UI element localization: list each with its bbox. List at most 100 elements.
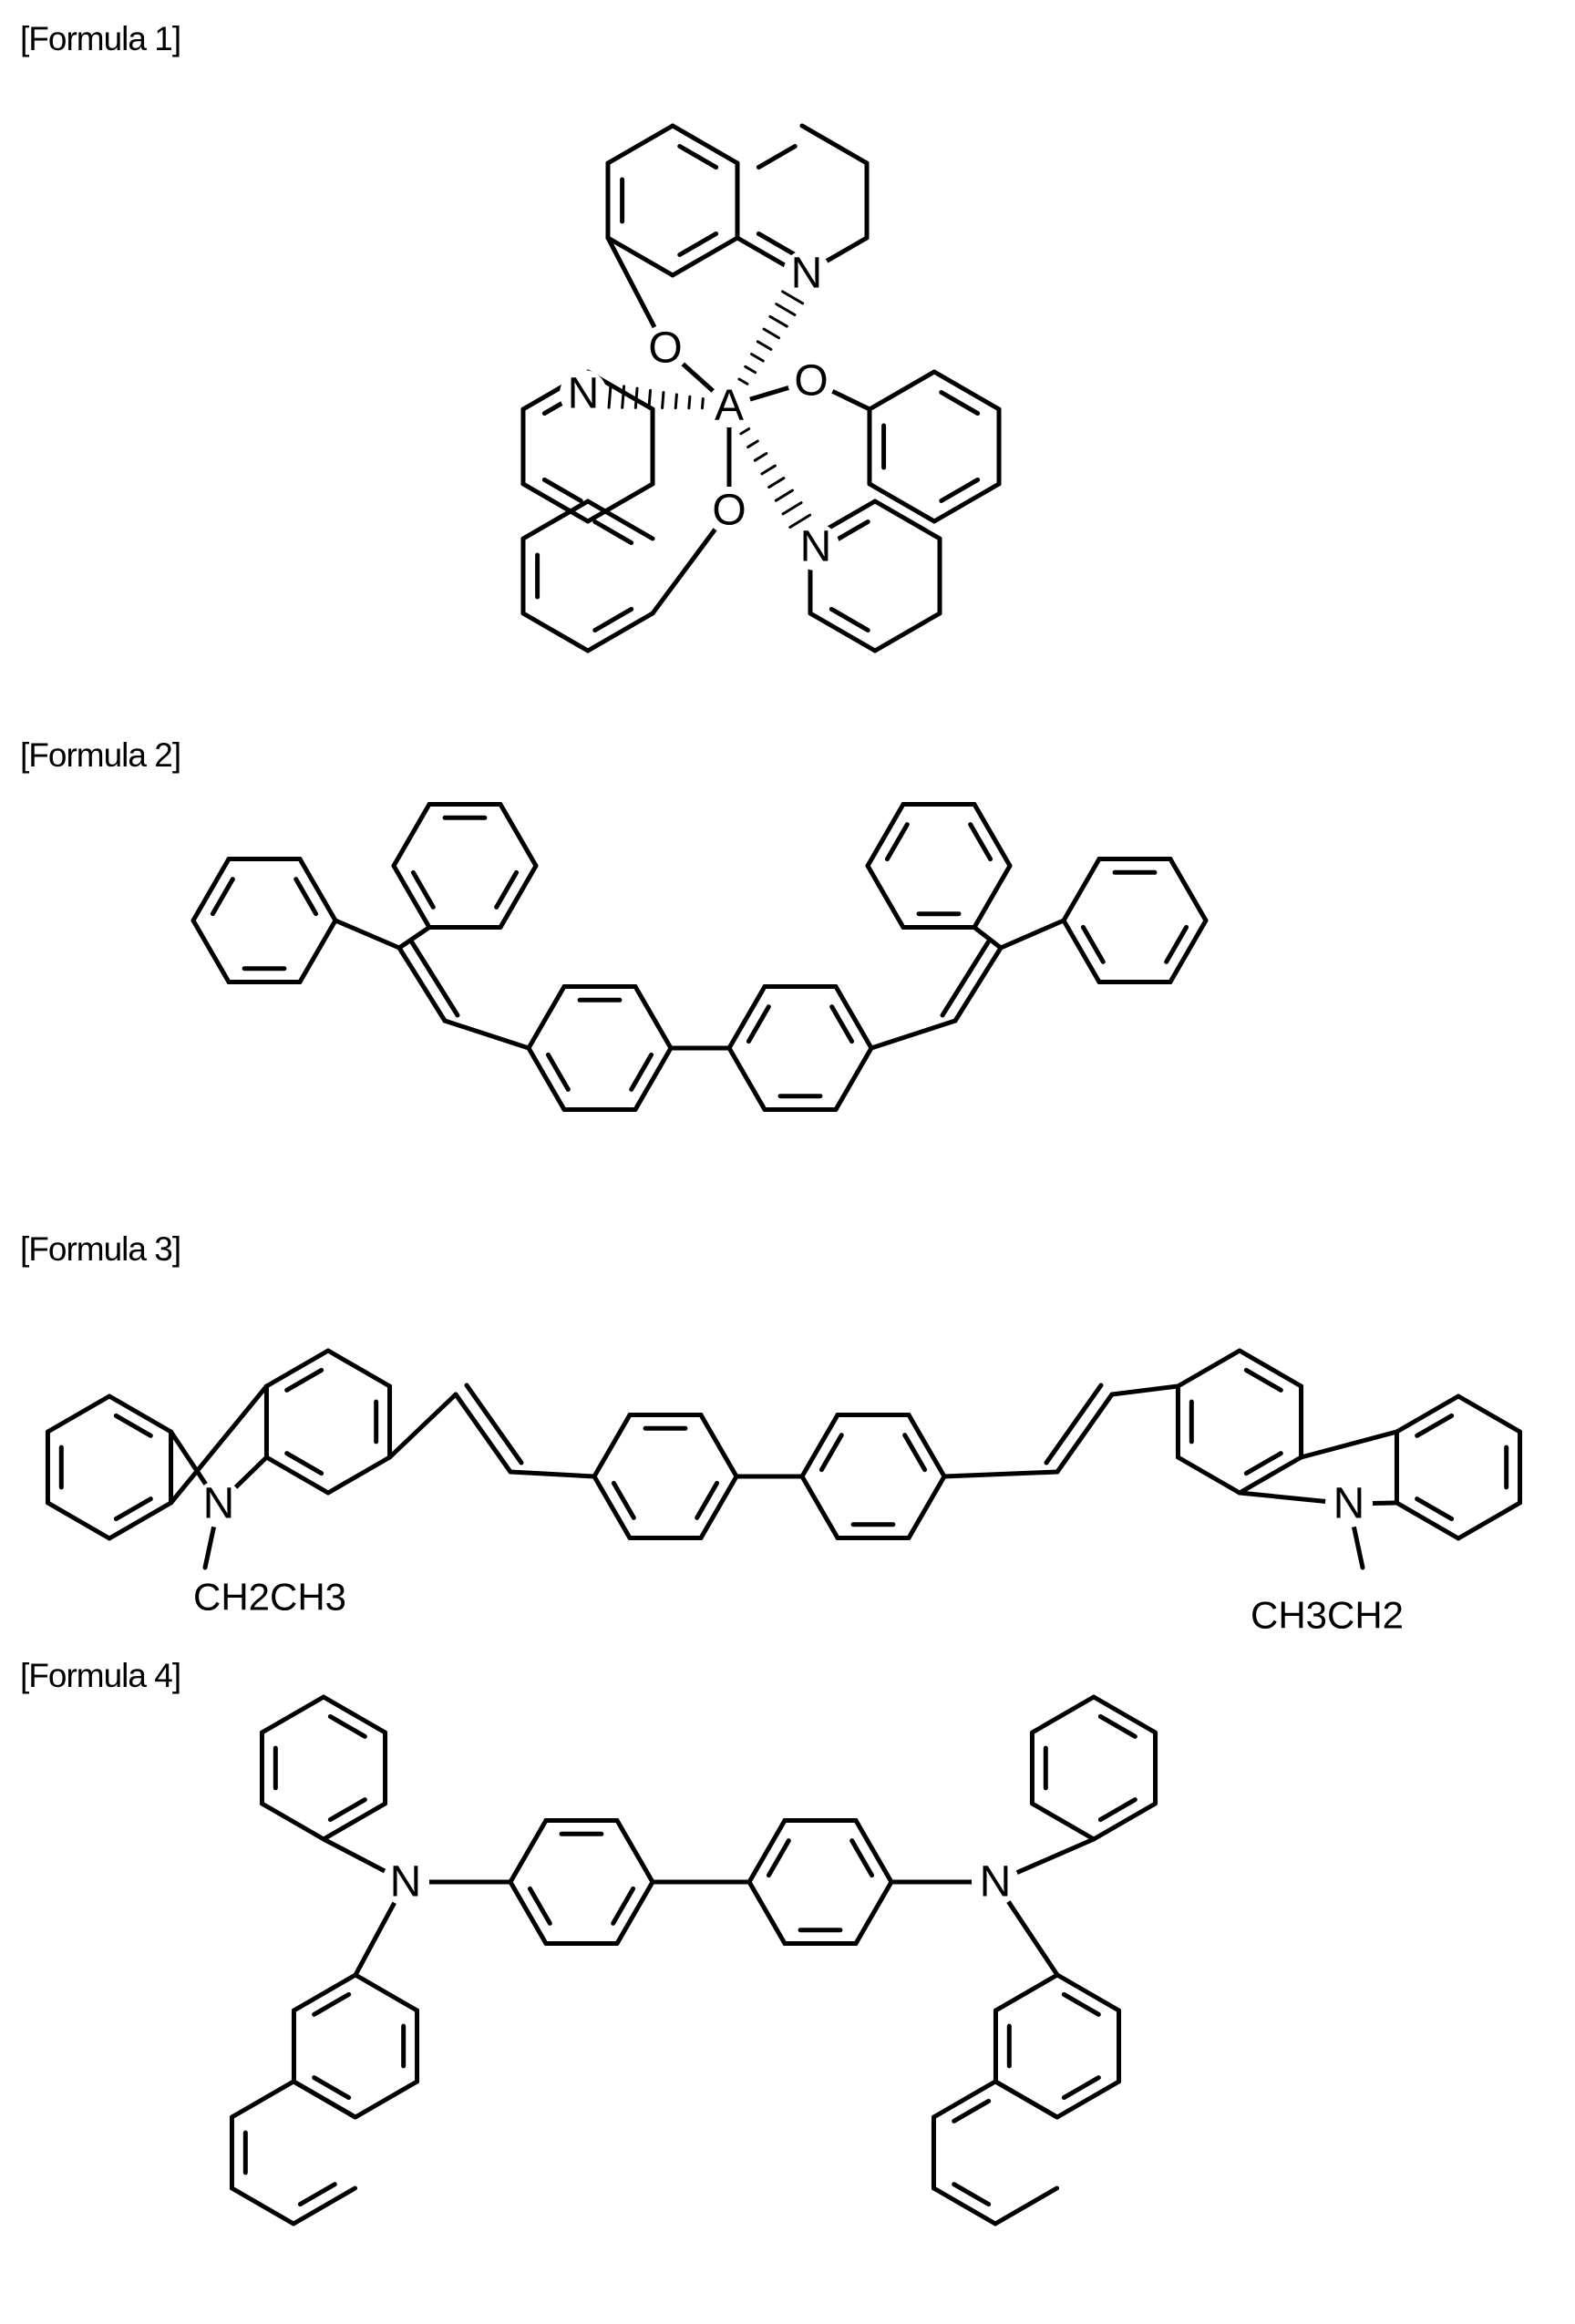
carbazole-cc-bond	[1302, 1432, 1397, 1457]
aluminum-atom-symbol: A	[715, 382, 744, 430]
hash-stroke	[755, 454, 767, 461]
ring-bond	[1178, 1457, 1240, 1493]
ring-bond	[995, 2082, 1057, 2117]
ring-bond	[328, 1351, 390, 1386]
ring-bond	[1094, 1804, 1156, 1839]
ring-bond	[875, 613, 940, 651]
ring-bond	[588, 484, 653, 521]
nitrogen-atom-right: N	[1325, 1480, 1373, 1528]
vinyl-bond	[445, 1021, 529, 1048]
ring-bond	[909, 1476, 944, 1538]
carbazole-right-benzo-ring-b	[1178, 1351, 1301, 1493]
ring-bond	[856, 1882, 891, 1944]
biphenyl-ring-left	[529, 986, 671, 1109]
formula-4-structure: NN	[0, 1686, 1575, 2324]
formula-2-caption: [Formula 2]	[20, 736, 180, 775]
oxygen-atom-2-symbol: O	[794, 357, 828, 406]
ring-bond	[324, 1697, 386, 1733]
biphenyl-ring-right	[729, 986, 871, 1109]
hash-stroke	[752, 355, 764, 361]
phenyl-ring-far-right	[1064, 859, 1206, 982]
ring-bond	[870, 372, 934, 409]
nitrogen-atom-left: N	[382, 1858, 429, 1907]
ring-bond	[802, 1414, 838, 1476]
nitrogen-atom-3-symbol: N	[800, 523, 832, 571]
ring-bond	[1170, 920, 1206, 982]
nitrogen-atom-2-symbol: N	[568, 370, 600, 418]
ring-bond	[934, 484, 999, 521]
naphthyl-left-ring-a	[293, 1975, 417, 2117]
ring-bond	[608, 126, 673, 163]
ring-bond	[355, 2082, 417, 2117]
formula-3-structure: NNCH2CH3CH3CH2	[0, 1267, 1575, 1659]
biphenyl-ring-left	[510, 1820, 653, 1943]
ring-bond	[300, 859, 335, 920]
ring-bond	[328, 1457, 390, 1493]
ring-bond	[802, 1476, 838, 1538]
phenyl-ring-top-right	[868, 804, 1010, 927]
c-phenyl-bond	[1001, 920, 1064, 948]
ring-bond	[500, 804, 536, 866]
ring-bond	[109, 1396, 171, 1432]
hash-stroke	[609, 385, 611, 408]
nitrogen-atom-left: N	[195, 1480, 242, 1528]
hash-stroke	[635, 388, 637, 407]
c-phenyl-bond	[335, 920, 399, 948]
phenyl-ring-left	[262, 1697, 385, 1839]
ring-bond	[262, 1804, 324, 1839]
nitrogen-atom-right: N	[972, 1858, 1019, 1907]
biphenyl-ring-right	[802, 1414, 944, 1537]
ring-bond	[836, 1048, 871, 1110]
ring-bond	[635, 986, 671, 1048]
oxygen-atom-1-symbol: O	[648, 324, 682, 373]
ring-bond	[673, 238, 737, 275]
ring-bond	[1396, 1503, 1458, 1538]
ring-bond	[1064, 920, 1099, 982]
oxygen-atom-3-symbol: O	[712, 487, 746, 535]
ring-bond	[232, 2082, 293, 2117]
ring-bond	[109, 1503, 171, 1538]
ring-bond	[729, 1048, 765, 1110]
nitrogen-atom-3: N	[792, 523, 839, 571]
biphenyl-ring-left	[594, 1414, 736, 1537]
ring-bond	[617, 1882, 653, 1944]
formula-3-caption: [Formula 3]	[20, 1230, 180, 1269]
ring-bond	[974, 866, 1010, 928]
hash-stroke	[675, 395, 676, 408]
ring-bond	[394, 866, 429, 928]
nitrogen-atom-right-symbol: N	[980, 1858, 1012, 1907]
carbazole-left-benzo-ring-a	[47, 1396, 170, 1538]
ring-bond	[47, 1503, 109, 1538]
naphthyl-right-ring-a	[995, 1975, 1118, 2117]
ring-bond	[1240, 1457, 1302, 1493]
ring-bond	[262, 1697, 324, 1733]
ring-bond	[588, 613, 653, 651]
ring-bond	[588, 501, 653, 539]
ring-bond	[523, 613, 588, 651]
double-bond-inner	[758, 147, 795, 168]
ring-bond	[232, 2188, 293, 2224]
ring-bond	[934, 372, 999, 409]
hash-stroke	[769, 478, 784, 488]
vinylene-bond	[1112, 1386, 1178, 1394]
nitrogen-atom-1: N	[783, 250, 830, 298]
ring-bond	[1094, 1697, 1156, 1733]
ring-bond	[1057, 1975, 1119, 2010]
ring-bond	[529, 1048, 564, 1110]
ring-bond	[293, 2188, 355, 2224]
formula-1-structure: OOONNNA	[0, 0, 1575, 711]
nitrogen-atom-left-symbol: N	[203, 1480, 235, 1528]
phenyl-ring-far-left	[193, 859, 335, 982]
vinyl-bond	[871, 1021, 955, 1048]
vinylene-bond	[510, 1472, 594, 1476]
hash-stroke	[776, 490, 792, 500]
ethyl-group-right: CH3CH2	[1251, 1594, 1404, 1637]
nitrogen-atom-1-symbol: N	[791, 250, 823, 298]
ring-bond	[1170, 859, 1206, 920]
ring-bond	[193, 859, 229, 920]
ring-bond	[1032, 1697, 1094, 1733]
nitrogen-atom-left-symbol: N	[390, 1858, 422, 1907]
ring-bond	[394, 804, 429, 866]
ring-bond	[749, 1820, 785, 1882]
